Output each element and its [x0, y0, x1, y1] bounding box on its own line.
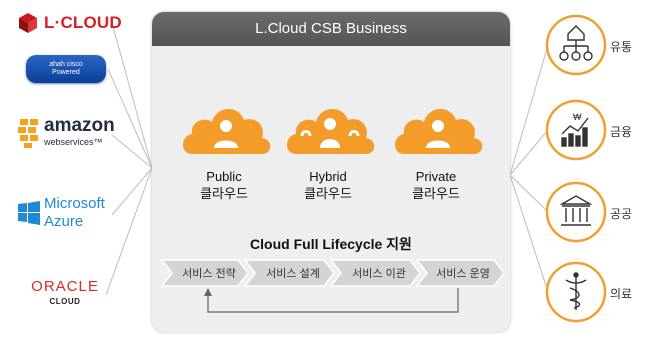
hybrid-cloud-name: Hybrid — [309, 169, 347, 184]
svg-text:₩: ₩ — [573, 112, 582, 122]
sector-icons: ₩ — [545, 14, 607, 323]
private-cloud-sub: 클라우드 — [412, 186, 460, 201]
cloud-icons — [183, 108, 483, 154]
amazon-web-services-logo: amazon webservices™ — [18, 113, 128, 157]
caduceus-icon — [565, 272, 587, 310]
lifecycle-step-1: 서비스 전략 — [182, 268, 236, 280]
government-building-icon — [559, 195, 593, 226]
feedback-arrowhead — [204, 288, 212, 296]
retail-network-icon — [559, 25, 593, 61]
cisco-wordmark: ahah cisco — [49, 61, 83, 68]
azure-wordmark: Azure — [44, 213, 84, 230]
sector-label-finance: 금융 — [610, 125, 633, 139]
finance-chart-icon: ₩ — [561, 112, 589, 147]
public-cloud-name: Public — [206, 169, 242, 184]
lifecycle-step-4: 서비스 운영 — [436, 268, 490, 280]
feedback-arrow — [207, 288, 459, 313]
microsoft-wordmark: Microsoft — [44, 195, 105, 212]
lifecycle-title: Cloud Full Lifecycle 지원 — [250, 236, 412, 252]
public-circle — [545, 181, 607, 243]
step-chevron-4 — [415, 259, 505, 287]
csb-business-panel: L.Cloud CSB Business Public 클라 — [152, 12, 510, 332]
hybrid-cloud-label: Hybrid 클라우드 — [283, 168, 373, 202]
lcloud-wordmark: L·CLOUD — [44, 13, 122, 32]
public-cloud-label: Public 클라우드 — [179, 168, 269, 202]
microsoft-azure-logo: Microsoft Azure — [18, 195, 128, 235]
lifecycle-step-3: 서비스 이관 — [352, 268, 406, 280]
private-cloud-icon — [395, 108, 483, 154]
panel-title: L.Cloud CSB Business — [152, 12, 510, 46]
windows-icon — [18, 201, 40, 225]
webservices-wordmark: webservices™ — [44, 137, 103, 147]
private-cloud-label: Private 클라우드 — [391, 168, 481, 202]
lifecycle-steps-graphic — [160, 259, 505, 313]
sector-label-retail: 유통 — [610, 40, 633, 54]
amazon-wordmark: amazon — [44, 115, 115, 136]
step-chevron-2 — [243, 259, 335, 287]
oracle-wordmark: ORACLE — [31, 278, 99, 295]
cisco-powered-badge: ahah cisco Powered — [26, 55, 106, 83]
sector-label-medical: 의료 — [610, 287, 633, 301]
aws-blocks-icon — [18, 119, 38, 148]
lcloud-cube-icon — [19, 13, 37, 33]
oracle-cloud-logo: ORACLE CLOUD — [20, 278, 110, 318]
public-cloud-sub: 클라우드 — [200, 186, 248, 201]
oracle-cloud-text: CLOUD — [49, 297, 81, 306]
private-cloud-name: Private — [415, 169, 457, 184]
sector-label-public: 공공 — [610, 207, 633, 221]
lcloud-logo: L·CLOUD — [18, 10, 128, 36]
step-chevron-1 — [160, 259, 249, 287]
public-cloud-icon — [183, 108, 271, 154]
cisco-powered-text: Powered — [52, 69, 80, 76]
hybrid-cloud-icon — [287, 108, 375, 154]
lifecycle-step-2: 서비스 설계 — [266, 268, 320, 280]
step-chevron-3 — [329, 259, 421, 287]
hybrid-cloud-sub: 클라우드 — [304, 186, 352, 201]
